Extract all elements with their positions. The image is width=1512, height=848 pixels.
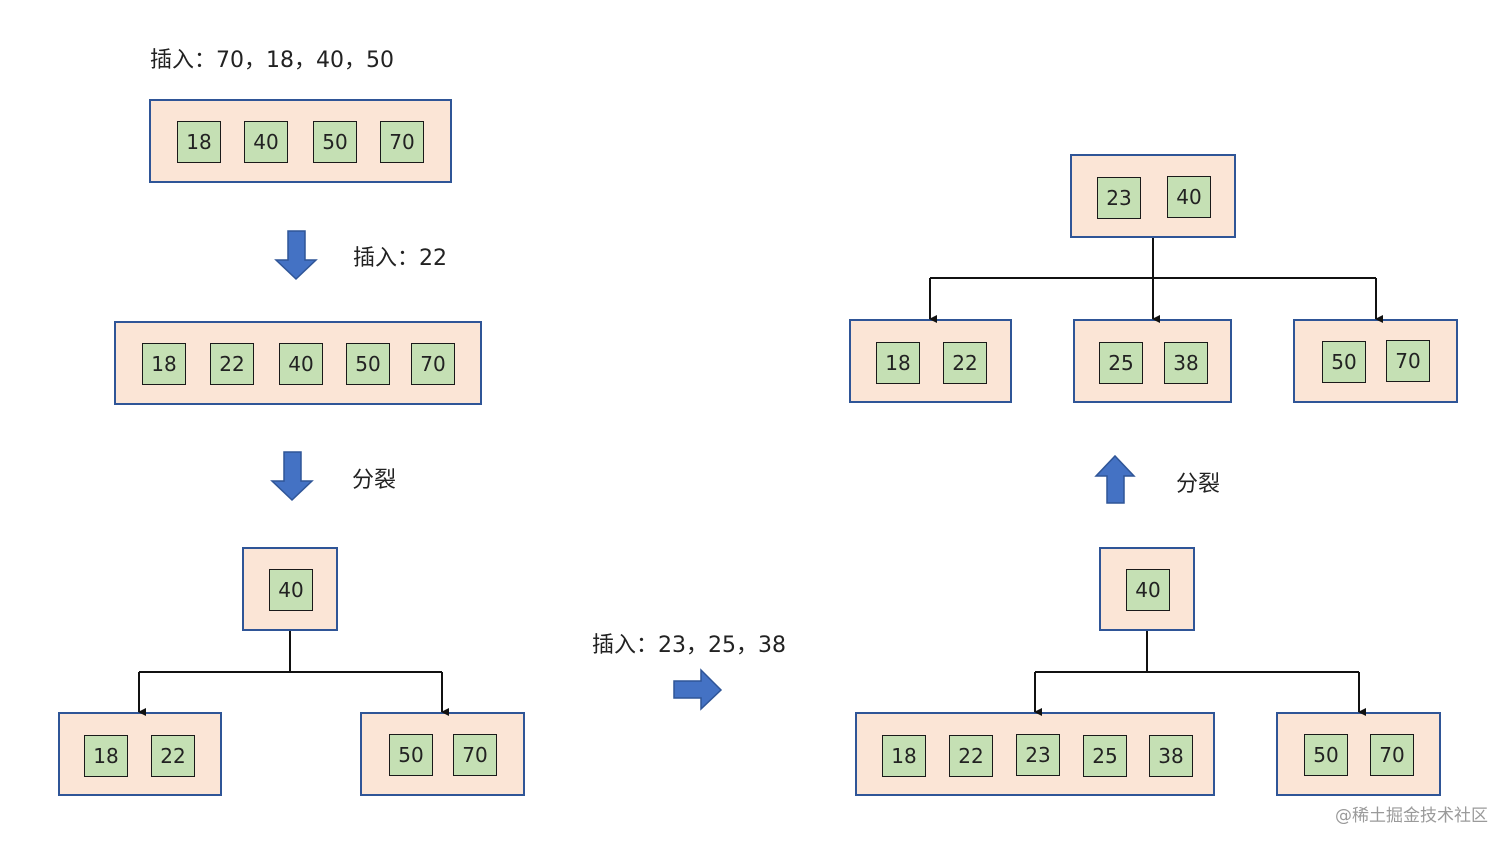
stage5-left-node: 18 22 [849, 319, 1012, 403]
stage5-connectors [929, 238, 1383, 323]
stage3-root-node: 40 [242, 547, 338, 631]
key: 18 [84, 735, 128, 777]
key: 18 [876, 342, 920, 384]
key: 38 [1164, 342, 1208, 384]
stage4-left-node: 18 22 23 25 38 [855, 712, 1215, 796]
key: 40 [279, 343, 323, 385]
up-arrow-icon [1094, 454, 1136, 504]
key: 50 [389, 734, 433, 776]
key: 38 [1149, 735, 1193, 777]
key: 70 [1370, 734, 1414, 776]
key: 25 [1099, 342, 1143, 384]
key: 23 [1016, 734, 1060, 776]
key: 18 [882, 735, 926, 777]
split-label-2: 分裂 [1176, 472, 1221, 497]
stage5-right-node: 50 70 [1293, 319, 1458, 403]
key: 22 [943, 342, 987, 384]
stage4-root-node: 40 [1099, 547, 1195, 631]
key: 50 [313, 121, 357, 163]
key: 18 [177, 121, 221, 163]
key: 70 [380, 121, 424, 163]
key: 23 [1097, 177, 1141, 219]
stage4-connectors [1034, 631, 1366, 716]
key: 50 [1322, 341, 1366, 383]
down-arrow-icon [274, 230, 318, 281]
right-arrow-icon [673, 668, 723, 711]
stage5-root-node: 23 40 [1070, 154, 1236, 238]
key: 40 [1167, 176, 1211, 218]
key: 50 [1304, 734, 1348, 776]
key: 70 [411, 343, 455, 385]
key: 18 [142, 343, 186, 385]
key: 70 [1386, 340, 1430, 382]
stage5-middle-node: 25 38 [1073, 319, 1232, 403]
insert-label-22: 插入：22 [353, 246, 447, 271]
key: 40 [1126, 569, 1170, 611]
split-label-1: 分裂 [352, 468, 397, 493]
key: 22 [151, 735, 195, 777]
key: 22 [210, 343, 254, 385]
stage3-connectors [138, 631, 449, 716]
insert-label-initial: 插入：70，18，40，50 [150, 48, 394, 73]
key: 50 [346, 343, 390, 385]
insert-label-23-25-38: 插入：23，25，38 [592, 633, 786, 658]
stage2-node: 18 22 40 50 70 [114, 321, 482, 405]
key: 40 [269, 569, 313, 611]
key: 70 [453, 734, 497, 776]
stage1-node: 18 40 50 70 [149, 99, 452, 183]
watermark: @稀土掘金技术社区 [1335, 806, 1488, 826]
key: 40 [244, 121, 288, 163]
key: 25 [1083, 735, 1127, 777]
down-arrow-icon [270, 451, 314, 502]
key: 22 [949, 735, 993, 777]
